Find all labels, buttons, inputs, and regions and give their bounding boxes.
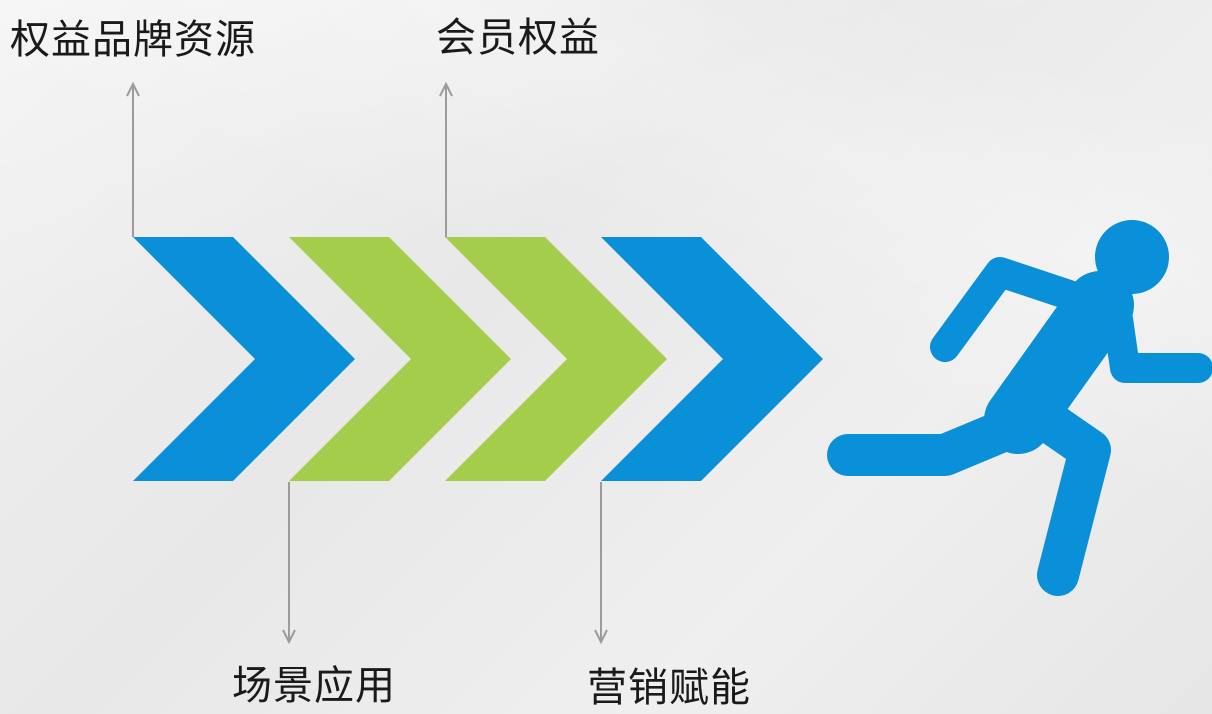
connector-bottom-middle (594, 482, 608, 645)
label-brand-resources: 权益品牌资源 (10, 17, 256, 63)
chevron-4 (601, 237, 823, 481)
chevron-2 (289, 237, 511, 481)
running-person-icon (827, 220, 1212, 596)
chevron-1 (133, 237, 355, 481)
connector-bottom-left (282, 482, 296, 645)
label-member-benefits: 会员权益 (436, 15, 600, 61)
label-scene-application: 场景应用 (232, 663, 396, 709)
label-marketing-empowerment: 营销赋能 (587, 665, 751, 711)
chevron-sequence (133, 237, 823, 481)
connector-top-left (126, 81, 140, 237)
chevron-3 (445, 237, 667, 481)
connector-top-middle (439, 81, 453, 237)
